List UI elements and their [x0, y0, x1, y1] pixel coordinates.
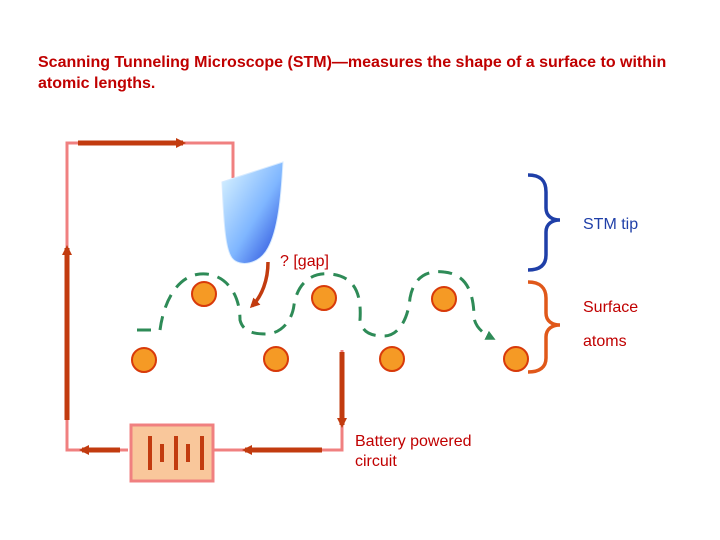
atom — [379, 346, 405, 372]
atom — [131, 347, 157, 373]
atom — [431, 286, 457, 312]
stm-tip-label: STM tip — [583, 216, 639, 233]
battery-cells — [148, 436, 204, 470]
surface-atoms-brace — [527, 280, 561, 374]
stm-tip — [221, 161, 284, 264]
tip-scan-path — [137, 270, 496, 340]
gap-label: ? [gap] — [280, 253, 329, 270]
surface-atoms — [131, 281, 529, 373]
battery-box — [129, 423, 215, 483]
battery-label-line2: circuit — [355, 453, 397, 470]
stm-tip-brace — [527, 173, 561, 272]
atom — [311, 285, 337, 311]
surface-label: Surface — [583, 299, 639, 316]
tip-arrow — [249, 261, 270, 309]
atom — [503, 346, 529, 372]
atom — [263, 346, 289, 372]
atoms-label: atoms — [583, 333, 627, 350]
diagram-title: Scanning Tunneling Microscope (STM)—meas… — [38, 54, 667, 92]
battery-label-line1: Battery powered — [355, 433, 472, 450]
battery-label: Battery powered circuit — [355, 432, 535, 472]
atom — [191, 281, 217, 307]
